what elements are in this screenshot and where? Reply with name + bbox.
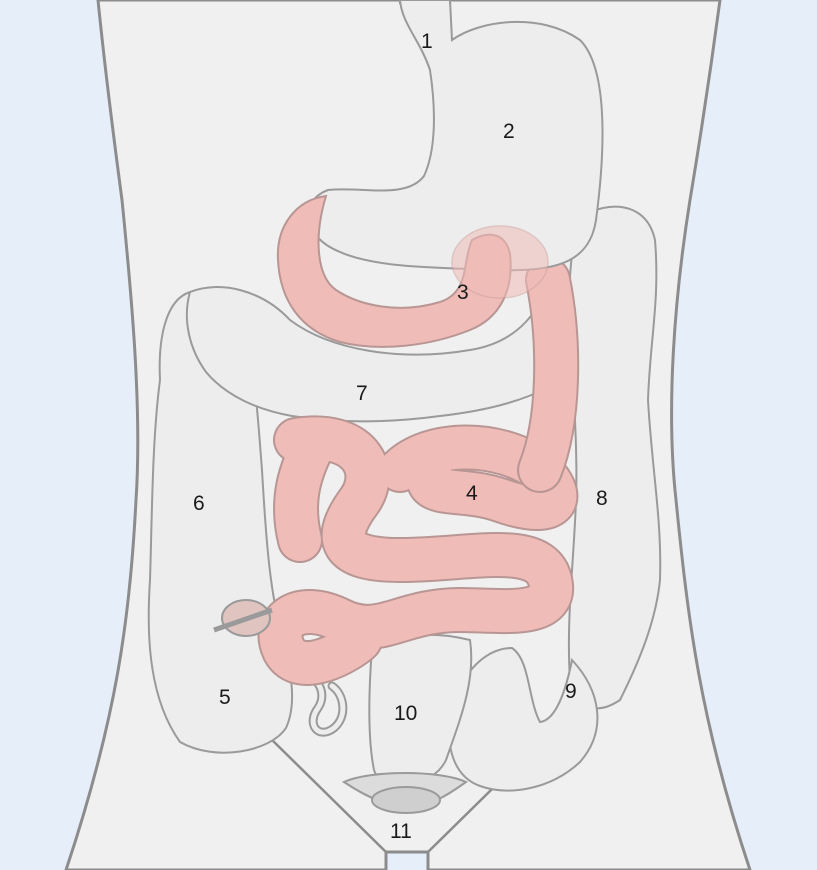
label-6: 6: [193, 492, 205, 515]
label-8: 8: [596, 487, 608, 510]
label-11: 11: [390, 820, 412, 843]
label-5: 5: [219, 686, 231, 709]
label-9: 9: [565, 680, 577, 703]
anal-canal: [372, 787, 440, 813]
label-2: 2: [503, 120, 515, 143]
label-4: 4: [466, 482, 478, 505]
label-1: 1: [421, 30, 433, 53]
descending-colon: [569, 207, 660, 709]
label-7: 7: [356, 382, 368, 405]
label-10: 10: [394, 702, 417, 725]
label-3: 3: [457, 281, 469, 304]
